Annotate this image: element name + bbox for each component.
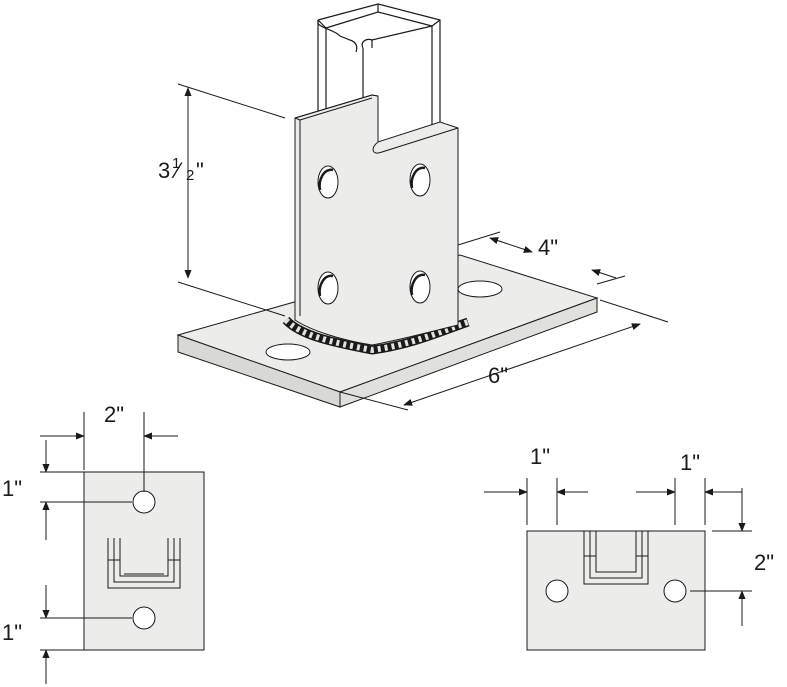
isometric-view xyxy=(176,3,669,411)
height-label-whole: 3 xyxy=(158,158,170,183)
width-label: 4" xyxy=(538,235,558,260)
plate-hole-right xyxy=(457,280,503,298)
channel-insert xyxy=(317,3,441,130)
side-hole-bottom xyxy=(132,606,156,630)
side-channel-profile xyxy=(107,538,181,589)
post xyxy=(294,94,459,346)
front-view xyxy=(484,478,752,651)
width-dimension xyxy=(457,231,626,285)
side-view xyxy=(40,412,205,684)
front-hole-left xyxy=(545,579,569,603)
side-bottom-offset-label: 1" xyxy=(2,620,22,645)
height-label-unit: " xyxy=(196,158,204,183)
length-dimension xyxy=(339,299,669,411)
front-hole-right xyxy=(663,579,687,603)
side-top-offset-label: 1" xyxy=(2,476,22,501)
plate-hole-left xyxy=(265,343,311,361)
front-height-label: 2" xyxy=(754,550,774,575)
side-hole-top xyxy=(132,490,156,514)
side-top-width-label: 2" xyxy=(104,402,124,427)
front-channel-profile xyxy=(583,531,649,585)
front-right-offset-label: 1" xyxy=(680,450,700,475)
height-label-den: 2 xyxy=(186,167,194,184)
height-dimension xyxy=(177,83,286,317)
height-label-num: 1 xyxy=(172,155,180,172)
length-label: 6" xyxy=(488,363,508,388)
front-left-offset-label: 1" xyxy=(530,444,550,469)
height-label: 3 1 ⁄ 2 " xyxy=(158,155,204,184)
